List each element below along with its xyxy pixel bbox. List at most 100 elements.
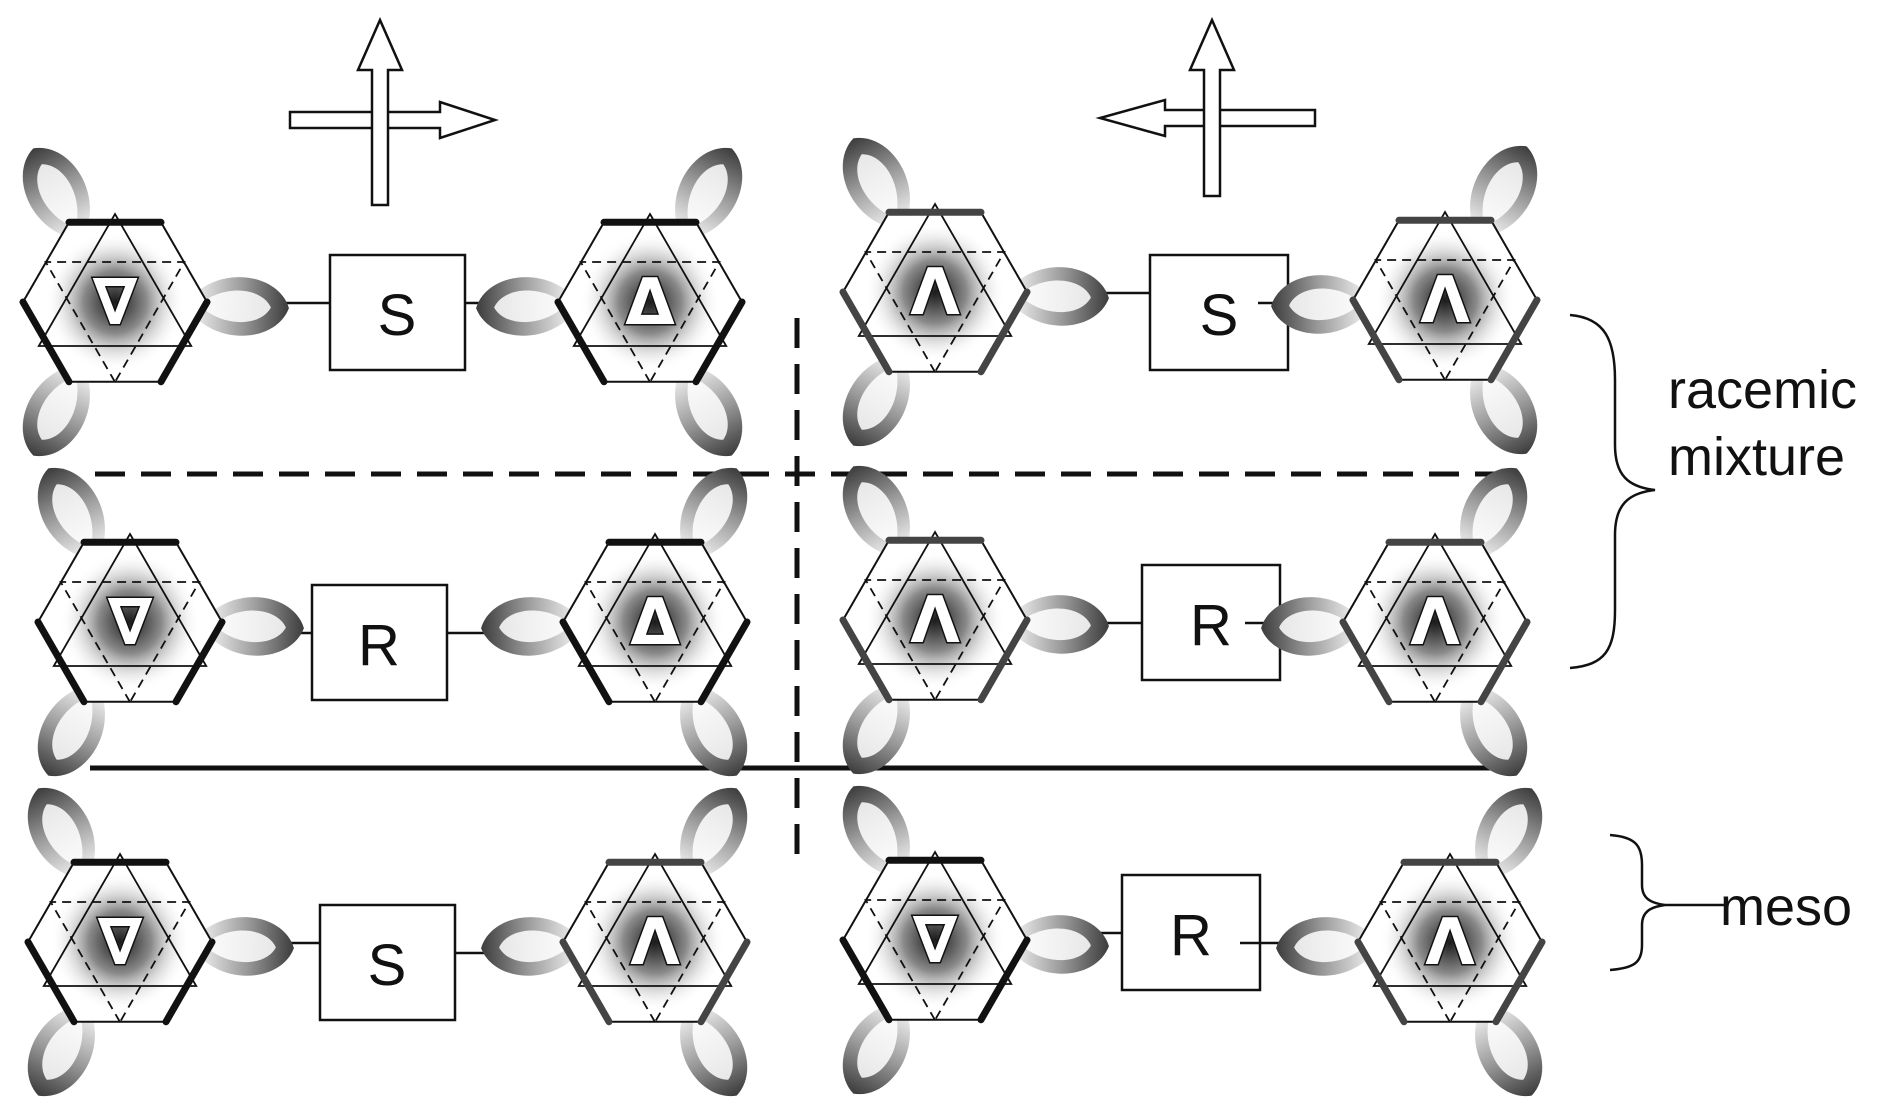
chelate-edge: [839, 288, 893, 376]
chelate-edge: [1492, 938, 1546, 1026]
back-face-triangle: [864, 899, 1006, 1022]
chelate-edge: [559, 618, 613, 706]
chelate-edge: [839, 936, 893, 1024]
chirality-symbol: Λ: [910, 584, 960, 658]
front-face-triangle: [1367, 210, 1523, 345]
front-face-triangle: [577, 852, 733, 987]
chelate-edge: [977, 288, 1031, 376]
chelate-edge: [1477, 618, 1531, 706]
box-label: S: [1200, 283, 1239, 348]
front-face-triangle: [1357, 532, 1513, 667]
back-face-triangle: [1364, 581, 1506, 704]
front-face-triangle: [857, 530, 1013, 665]
metal-center-shading: [580, 232, 720, 372]
chirality-symbol: ∇: [98, 906, 143, 980]
chelate-edge: [1349, 296, 1403, 384]
metal-complex: Ʌ: [1275, 774, 1558, 1110]
box-label: S: [368, 933, 407, 998]
chelate-edge: [697, 618, 751, 706]
back-face-triangle: [864, 251, 1006, 374]
metal-center-shading: [865, 550, 1005, 690]
chirality-symbol: ∇: [108, 586, 153, 660]
metal-complex: Λ: [827, 452, 1110, 788]
metal-center-shading: [1380, 872, 1520, 1012]
chelate-edge: [1339, 618, 1393, 706]
row-2-right: R: [1088, 563, 1310, 682]
complexes: ∇ Δ Λ Ʌ ∇ Δ Λ Ʌ ∇ Ʌ ∇ Ʌ: [7, 124, 1558, 1110]
back-face-triangle: [1374, 259, 1516, 382]
back-face-triangle: [584, 901, 726, 1024]
metal-complex: ∇: [22, 454, 305, 790]
chirality-symbol: Δ: [625, 266, 675, 340]
chirality-symbol: Ʌ: [630, 906, 680, 980]
chelate-edge: [1354, 938, 1408, 1026]
meso-label: meso: [1720, 877, 1852, 937]
chirality-symbol: Ʌ: [1420, 264, 1470, 338]
chelate-edge: [19, 298, 73, 386]
row-2-left: R: [292, 583, 495, 702]
metal-complex: ∇: [7, 134, 290, 470]
back-face-triangle: [864, 579, 1006, 702]
chelate-edge: [977, 936, 1031, 1024]
back-face-triangle: [579, 261, 721, 384]
metal-center-shading: [1365, 552, 1505, 692]
chelate-edge: [1487, 296, 1541, 384]
chelate-edge: [554, 298, 608, 386]
stereo-box-s: [318, 903, 457, 1022]
meso-brace: [1609, 833, 1666, 972]
stereo-box-r: [1120, 873, 1262, 992]
chirality-symbol: Ʌ: [1410, 586, 1460, 660]
metal-complex: ∇: [827, 772, 1110, 1108]
metal-center-shading: [50, 872, 190, 1012]
chelate-edge: [162, 938, 216, 1026]
metal-complex: Ʌ: [480, 774, 763, 1110]
chelate-edge: [24, 938, 78, 1026]
chelate-edge: [559, 938, 613, 1026]
chirality-symbol: Δ: [630, 586, 680, 660]
metal-complex: Λ: [827, 124, 1110, 460]
chelate-edge: [157, 298, 211, 386]
chelate-edge: [977, 616, 1031, 704]
metal-center-shading: [45, 232, 185, 372]
chelate-edge: [697, 938, 751, 1026]
front-face-triangle: [857, 202, 1013, 337]
arrow-cross-right: [1095, 16, 1317, 198]
back-face-triangle: [1379, 901, 1521, 1024]
chirality-symbol: Ʌ: [1425, 906, 1475, 980]
metal-center-shading: [865, 870, 1005, 1010]
front-face-triangle: [857, 850, 1013, 985]
metal-center-shading: [60, 552, 200, 692]
box-label: S: [378, 283, 417, 348]
row-1-left: S: [275, 253, 518, 372]
racemic-label: racemic: [1668, 360, 1857, 420]
metal-center-shading: [865, 222, 1005, 362]
chelate-edge: [839, 616, 893, 704]
racemic-brace: [1569, 313, 1656, 670]
front-face-triangle: [37, 212, 193, 347]
metal-complex: Ʌ: [1260, 454, 1543, 790]
box-label: R: [1170, 903, 1212, 968]
metal-complex: Δ: [480, 454, 763, 790]
back-face-triangle: [49, 901, 191, 1024]
chirality-symbol: ∇: [93, 266, 138, 340]
metal-center-shading: [585, 872, 725, 1012]
stereo-box-s: [1148, 253, 1290, 372]
back-face-triangle: [59, 581, 201, 704]
chirality-symbol: Λ: [910, 256, 960, 330]
back-face-triangle: [584, 581, 726, 704]
front-face-triangle: [572, 212, 728, 347]
chelate-edge: [172, 618, 226, 706]
front-face-triangle: [1372, 852, 1528, 987]
metal-complex: Ʌ: [1270, 132, 1553, 468]
chelate-edge: [34, 618, 88, 706]
box-label: R: [1190, 593, 1232, 658]
metal-complex: Δ: [475, 134, 758, 470]
back-face-triangle: [44, 261, 186, 384]
stereo-box-r: [310, 583, 449, 702]
stereo-box-s: [328, 253, 467, 372]
front-face-triangle: [52, 532, 208, 667]
arrow-cross-left: [288, 16, 500, 207]
chirality-symbol: ∇: [913, 904, 958, 978]
metal-center-shading: [1375, 230, 1515, 370]
